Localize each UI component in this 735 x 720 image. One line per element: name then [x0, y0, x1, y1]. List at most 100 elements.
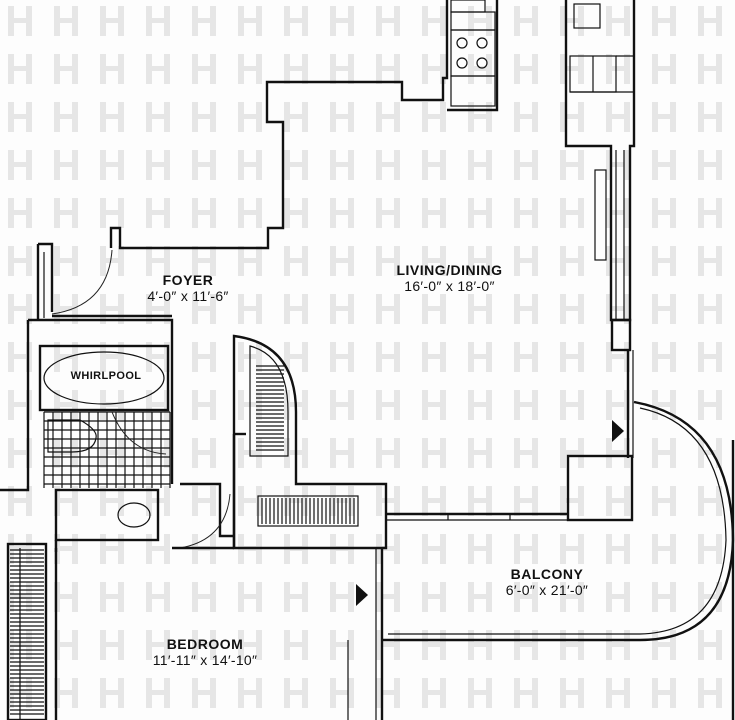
- watermark-tile: [330, 630, 354, 660]
- watermark-tile: [560, 534, 584, 564]
- watermark-tile: [606, 486, 630, 516]
- watermark-tile: [514, 294, 538, 324]
- watermark-tile: [100, 6, 124, 36]
- watermark-tile: [606, 342, 630, 372]
- watermark-tile: [284, 54, 308, 84]
- watermark-tile: [652, 294, 676, 324]
- watermark-tile: [146, 630, 170, 660]
- watermark-tile: [146, 534, 170, 564]
- watermark-tile: [330, 390, 354, 420]
- watermark-tile: [284, 150, 308, 180]
- watermark-tile: [698, 198, 722, 228]
- watermark-tile: [652, 390, 676, 420]
- watermark-tile: [606, 678, 630, 708]
- watermark-tile: [514, 390, 538, 420]
- watermark-tile: [330, 582, 354, 612]
- watermark-tile: [422, 582, 446, 612]
- watermark-tile: [376, 102, 400, 132]
- watermark-tile: [468, 150, 492, 180]
- watermark-tile: [284, 198, 308, 228]
- watermark-tile: [284, 6, 308, 36]
- watermark-tile: [192, 294, 216, 324]
- watermark-tile: [698, 6, 722, 36]
- watermark-tile: [100, 534, 124, 564]
- watermark-tile: [606, 534, 630, 564]
- watermark-tile: [192, 198, 216, 228]
- watermark-tile: [100, 678, 124, 708]
- watermark-tile: [146, 54, 170, 84]
- watermark-tile: [514, 630, 538, 660]
- watermark-tile: [8, 54, 32, 84]
- watermark-tile: [100, 102, 124, 132]
- watermark-tile: [192, 6, 216, 36]
- watermark-tile: [652, 630, 676, 660]
- watermark-tile: [698, 294, 722, 324]
- watermark-tile: [606, 294, 630, 324]
- watermark-tile: [422, 294, 446, 324]
- watermark-tile: [100, 486, 124, 516]
- watermark-tile: [468, 198, 492, 228]
- watermark-tile: [238, 582, 262, 612]
- watermark-tile: [560, 150, 584, 180]
- watermark-tile: [422, 198, 446, 228]
- watermark-tile: [146, 294, 170, 324]
- watermark-tile: [514, 102, 538, 132]
- watermark-tile: [422, 6, 446, 36]
- watermark-tile: [192, 54, 216, 84]
- watermark-tile: [8, 294, 32, 324]
- watermark-tile: [606, 246, 630, 276]
- watermark-tile: [652, 582, 676, 612]
- watermark-tile: [330, 150, 354, 180]
- watermark-tile: [192, 342, 216, 372]
- watermark-tile: [54, 198, 78, 228]
- watermark-tile: [698, 342, 722, 372]
- watermark-tile: [100, 198, 124, 228]
- watermark-tile: [8, 246, 32, 276]
- watermark-tile: [238, 54, 262, 84]
- watermark-tile: [54, 582, 78, 612]
- watermark-tile: [606, 150, 630, 180]
- watermark-tile: [100, 294, 124, 324]
- watermark-tile: [376, 150, 400, 180]
- watermark-tile: [192, 630, 216, 660]
- watermark-tile: [192, 678, 216, 708]
- watermark-tile: [54, 294, 78, 324]
- watermark-tile: [422, 246, 446, 276]
- watermark-tile: [8, 198, 32, 228]
- watermark-tile: [238, 630, 262, 660]
- bedroom-name: BEDROOM: [166, 636, 244, 652]
- watermark-tile: [146, 438, 170, 468]
- watermark-tile: [284, 294, 308, 324]
- watermark-tile: [238, 486, 262, 516]
- watermark-tile: [422, 678, 446, 708]
- watermark-tile: [698, 102, 722, 132]
- watermark-tile: [652, 6, 676, 36]
- kitchen-counter: [564, 0, 636, 352]
- balcony-dimensions: 6′-0″ x 21′-0″: [505, 582, 589, 599]
- watermark-tile: [192, 486, 216, 516]
- watermark-tile: [652, 342, 676, 372]
- watermark-tile: [284, 486, 308, 516]
- watermark-tile: [606, 6, 630, 36]
- watermark-tile: [146, 246, 170, 276]
- watermark-tile: [422, 438, 446, 468]
- watermark-tile: [514, 486, 538, 516]
- watermark-tile: [100, 438, 124, 468]
- watermark-tile: [514, 246, 538, 276]
- watermark-tile: [698, 150, 722, 180]
- watermark-tile: [238, 678, 262, 708]
- watermark-tile: [284, 630, 308, 660]
- watermark-tile: [100, 150, 124, 180]
- watermark-tile: [468, 630, 492, 660]
- watermark-tile: [330, 342, 354, 372]
- watermark-tile: [376, 486, 400, 516]
- watermark-tile: [54, 438, 78, 468]
- watermark-tile: [698, 630, 722, 660]
- sink: [117, 502, 151, 528]
- watermark-tile: [468, 486, 492, 516]
- watermark-tile: [514, 438, 538, 468]
- watermark-tile: [606, 390, 630, 420]
- watermark-tile: [560, 6, 584, 36]
- watermark-tile: [652, 486, 676, 516]
